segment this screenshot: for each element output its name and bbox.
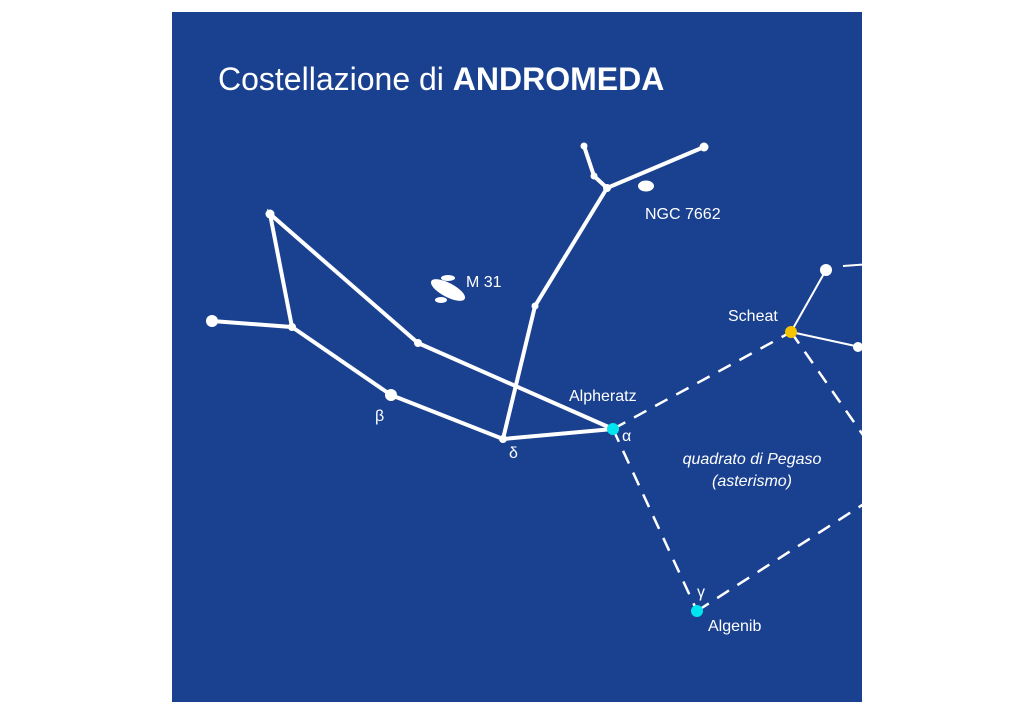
title: Costellazione di ANDROMEDA	[218, 61, 664, 97]
alpheratz-star	[607, 423, 619, 435]
stars	[206, 142, 862, 443]
ngc7662-nebula-icon	[638, 180, 654, 192]
sky-background	[172, 12, 862, 702]
beta-label: β	[375, 408, 384, 425]
ngc7662-label: NGC 7662	[645, 206, 721, 223]
delta-label: δ	[509, 445, 518, 462]
asterism-label-line1: quadrato di Pegaso	[683, 451, 822, 468]
alpha-label: α	[622, 428, 631, 445]
m31-galaxy-icon	[430, 275, 466, 303]
algenib-label: Algenib	[708, 618, 761, 635]
gamma-label: γ	[697, 584, 705, 601]
asterism-label-line2: (asterismo)	[712, 473, 792, 490]
scheat-label: Scheat	[728, 308, 778, 325]
algenib-star	[691, 605, 703, 617]
pegasus-square-dashed-lines	[611, 330, 862, 613]
alpheratz-label: Alpheratz	[569, 388, 637, 405]
pegasus-lines	[790, 263, 862, 348]
scheat-star	[785, 326, 797, 338]
m31-label: M 31	[466, 274, 502, 291]
